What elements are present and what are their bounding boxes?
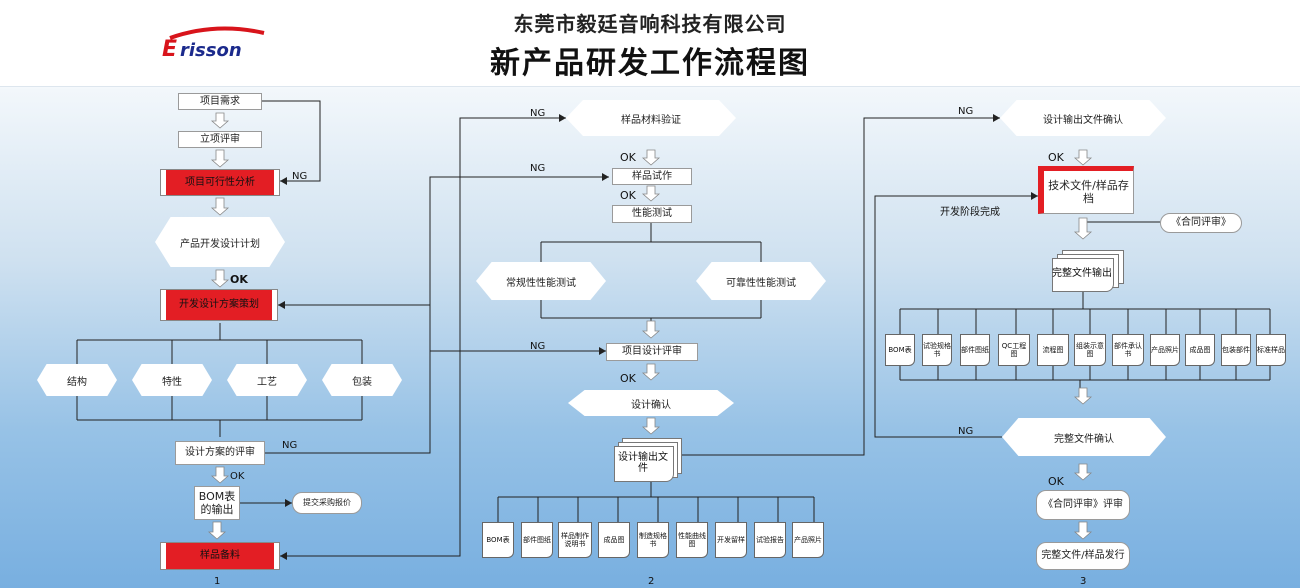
page-number: 2 [648, 576, 655, 587]
ng-label: NG [282, 440, 298, 451]
material-verify-decision: 样品材料验证 [566, 100, 736, 136]
output-doc: 试验报告 [754, 522, 786, 558]
sample-prep-box: 样品备料 [160, 542, 280, 570]
page-number: 1 [214, 576, 221, 587]
page-number: 3 [1080, 576, 1087, 587]
ng-label: NG [292, 171, 308, 182]
tech-docs-box: 技术文件/样品存档 [1038, 166, 1134, 214]
process-hexagon: 工艺 [227, 364, 307, 396]
archive-doc: 组装示意图 [1074, 334, 1106, 366]
output-doc: BOM表 [482, 522, 514, 558]
design-output-documents: 设计输出文件 [614, 438, 684, 482]
perf-test-box: 性能测试 [612, 205, 692, 223]
archive-doc: 成品图 [1185, 334, 1215, 366]
page-title: 新产品研发工作流程图 [490, 46, 810, 81]
regular-test-hexagon: 常规性性能测试 [476, 262, 606, 300]
archive-doc: 产品照片 [1150, 334, 1180, 366]
design-output-label: 设计输出文件 [618, 451, 668, 475]
ng-label: NG [530, 163, 546, 174]
plan-hexagon: 产品开发设计计划 [155, 217, 285, 267]
output-doc: 制造规格书 [637, 522, 669, 558]
archive-doc: 部件承认书 [1112, 334, 1144, 366]
packaging-hexagon: 包装 [322, 364, 402, 396]
archive-doc: 试验规格书 [922, 334, 952, 366]
design-review-box: 项目设计评审 [606, 343, 698, 361]
purchase-box: 提交采购报价 [292, 492, 362, 514]
output-doc: 成品图 [598, 522, 630, 558]
contract-review-box: 《合同评审》 [1160, 213, 1242, 233]
ng-label: NG [530, 341, 546, 352]
feasibility-box: 项目可行性分析 [160, 169, 280, 196]
header-band [0, 0, 1300, 87]
final-output-label: 完整文件输出 [1052, 268, 1112, 280]
svg-text:risson: risson [180, 40, 242, 61]
svg-text:E: E [162, 37, 177, 62]
archive-doc: QC工程图 [998, 334, 1030, 366]
project-review-box: 立项评审 [178, 131, 262, 148]
design-confirm-decision: 设计确认 [568, 390, 734, 416]
output-doc: 开发留样 [715, 522, 747, 558]
archive-doc: 标准样品 [1256, 334, 1286, 366]
release-box: 完整文件/样品发行 [1036, 542, 1130, 570]
contract-review-final-box: 《合同评审》评审 [1036, 490, 1130, 520]
ok-label: OK [620, 189, 636, 202]
ok-label: OK [230, 273, 248, 286]
file-confirm-decision: 完整文件确认 [1002, 418, 1166, 456]
archive-doc: 包装部件 [1221, 334, 1251, 366]
company-logo: E risson [162, 26, 265, 62]
final-output-documents: 完整文件输出 [1052, 250, 1126, 292]
design-plan-box: 开发设计方案策划 [160, 289, 278, 321]
feature-hexagon: 特性 [132, 364, 212, 396]
project-need-box: 项目需求 [178, 93, 262, 110]
output-doc: 部件图纸 [521, 522, 553, 558]
stage-done-label: 开发阶段完成 [940, 207, 1000, 218]
archive-doc: 部件图纸 [960, 334, 990, 366]
company-name: 东莞市毅廷音响科技有限公司 [513, 12, 787, 36]
ok-label: OK [620, 372, 636, 385]
reliability-test-hexagon: 可靠性性能测试 [696, 262, 826, 300]
output-doc: 性能曲线图 [676, 522, 708, 558]
ng-label: NG [530, 108, 546, 119]
structure-hexagon: 结构 [37, 364, 117, 396]
trial-box: 样品试作 [612, 168, 692, 185]
ok-label: OK [230, 471, 245, 482]
output-confirm-decision: 设计输出文件确认 [1000, 100, 1166, 136]
ok-label: OK [1048, 151, 1064, 164]
ng-label: NG [958, 106, 974, 117]
ok-label: OK [1048, 475, 1064, 488]
scheme-review-box: 设计方案的评审 [175, 441, 265, 465]
output-doc: 产品照片 [792, 522, 824, 558]
bom-output-box: BOM表的输出 [194, 486, 240, 520]
ng-label: NG [958, 426, 974, 437]
output-doc: 样品制作说明书 [558, 522, 592, 558]
archive-doc: BOM表 [885, 334, 915, 366]
archive-doc: 流程图 [1037, 334, 1069, 366]
ok-label: OK [620, 151, 636, 164]
